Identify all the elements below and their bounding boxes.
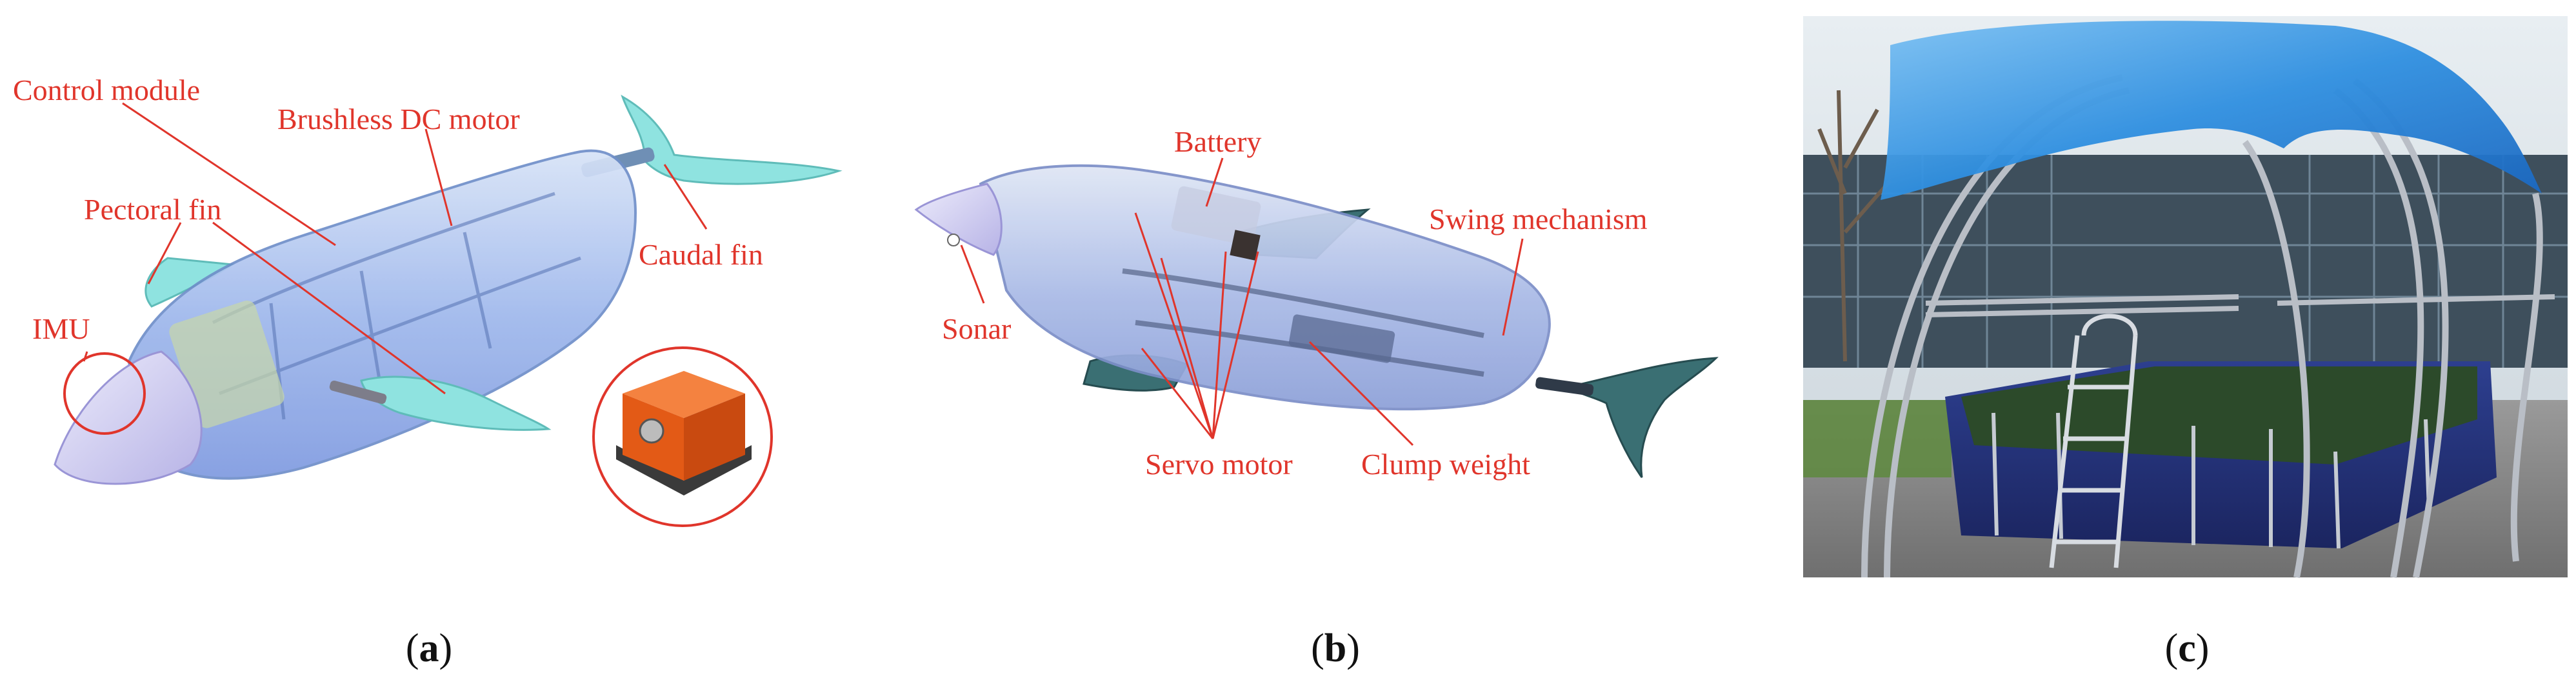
- panel-c-photo: [1803, 16, 2568, 579]
- panel-a-pectoral-fin-lower: [360, 375, 552, 431]
- panel-c-ladder: [2049, 314, 2138, 568]
- panel-a-imu-highlight: [63, 352, 146, 435]
- caption-b-close: ): [1346, 626, 1360, 670]
- panel-a-electronics: [169, 300, 285, 428]
- panel-b-robot-render: Battery Swing mechanism Sonar Servo moto…: [914, 125, 1719, 481]
- panel-b-sonar-lens: [947, 234, 960, 246]
- panel-c-truss-arches: [1861, 74, 2543, 579]
- leader-pectoral-fin-upper: [147, 222, 182, 285]
- panel-a-imu-connector: [639, 418, 664, 444]
- panel-a-imu-side: [684, 394, 745, 481]
- label-sonar: Sonar: [942, 312, 1011, 345]
- leader-imu: [83, 351, 88, 362]
- label-imu: IMU: [32, 312, 90, 345]
- caption-a-open: (: [406, 626, 419, 670]
- leader-swing-mechanism: [1502, 238, 1524, 336]
- leader-servo-motor-3: [1212, 251, 1227, 439]
- panel-c-tree: [1817, 90, 1892, 362]
- caption-c-letter: c: [2178, 626, 2196, 670]
- caption-c: (c): [2165, 626, 2210, 670]
- panel-a-robot-render: Control module Brushless DC motor Pector…: [13, 74, 843, 527]
- panel-b-servo-block: [1230, 230, 1261, 261]
- caption-c-open: (: [2165, 626, 2179, 670]
- panel-b-hull: [979, 164, 1551, 411]
- leader-brushless-dc-motor: [424, 128, 453, 226]
- leader-caudal-fin: [663, 164, 708, 230]
- label-clump-weight: Clump weight: [1361, 448, 1530, 481]
- label-battery: Battery: [1174, 125, 1261, 158]
- caption-b-open: (: [1311, 626, 1324, 670]
- label-caudal-fin: Caudal fin: [639, 238, 763, 271]
- caption-a: (a): [406, 626, 452, 670]
- panel-c-pool-posts: [1992, 412, 2431, 549]
- leader-servo-motor-2: [1160, 257, 1214, 439]
- panel-a-nose-cone: [54, 350, 203, 485]
- panel-b-nose-cone: [914, 183, 1003, 256]
- leader-servo-motor-1: [1134, 212, 1214, 439]
- panel-b-clump-block: [1288, 314, 1395, 363]
- panel-c-truss-beam: [1925, 294, 2555, 317]
- panel-b-tail-shaft: [1535, 377, 1594, 396]
- panel-c-canopy: [1881, 21, 2542, 200]
- panel-a-caudal-fin-shape: [621, 94, 843, 185]
- panel-a-imu-top: [623, 371, 745, 418]
- caption-c-close: ): [2196, 626, 2210, 670]
- leader-clump-weight: [1308, 341, 1414, 446]
- leader-servo-motor-4: [1212, 251, 1259, 439]
- leader-sonar: [960, 245, 985, 304]
- label-servo-motor: Servo motor: [1145, 448, 1293, 481]
- leader-pectoral-fin-lower: [212, 221, 446, 395]
- leader-control-module: [122, 102, 336, 246]
- label-pectoral-fin: Pectoral fin: [84, 193, 221, 226]
- leader-servo-motor-5: [1141, 348, 1214, 439]
- panel-a-pectoral-shaft: [329, 380, 387, 404]
- label-swing-mechanism: Swing mechanism: [1429, 203, 1648, 235]
- label-brushless-dc-motor: Brushless DC motor: [277, 103, 520, 135]
- label-control-module: Control module: [13, 74, 200, 106]
- caption-b-letter: b: [1324, 626, 1346, 670]
- panel-a-inner-frame: [212, 192, 581, 420]
- panel-b-caudal-fin-shape: [1565, 357, 1719, 478]
- caption-a-letter: a: [419, 626, 439, 670]
- leader-battery: [1205, 157, 1224, 207]
- caption-b: (b): [1311, 626, 1360, 670]
- panel-a-imu-base: [616, 445, 752, 495]
- caption-a-close: ): [439, 626, 453, 670]
